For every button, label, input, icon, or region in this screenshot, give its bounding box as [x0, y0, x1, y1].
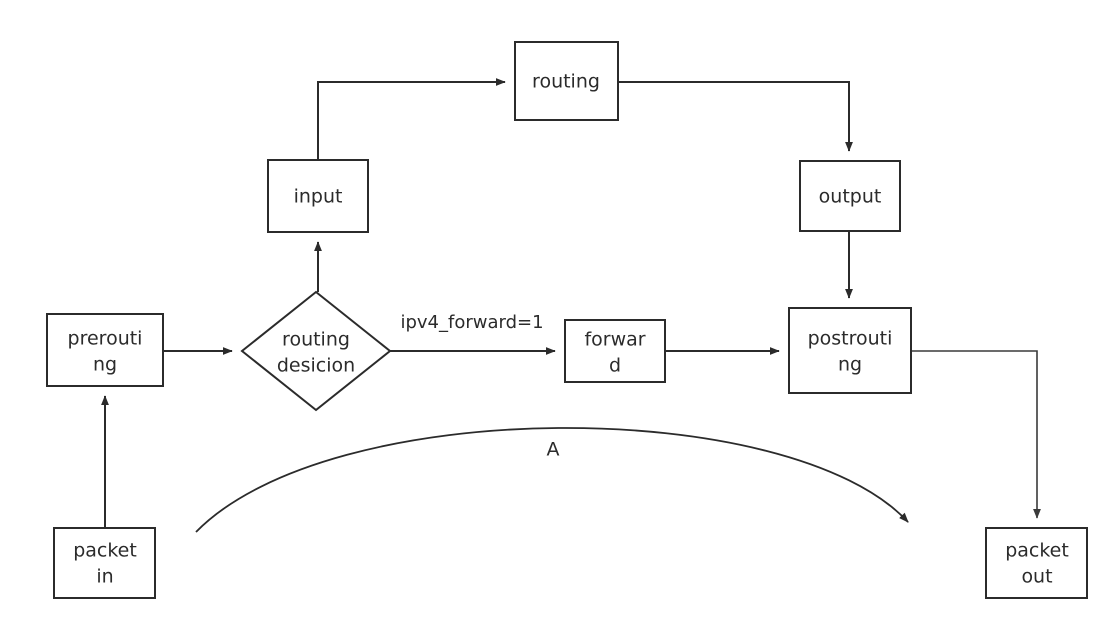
node-postrouting[interactable]: postrouti ng — [788, 307, 912, 394]
node-output[interactable]: output — [799, 160, 901, 232]
node-packet-out-label-line2: out — [1021, 566, 1052, 588]
node-packet-out[interactable]: packet out — [985, 527, 1088, 599]
edge-input-to-routing — [317, 78, 506, 160]
node-packet-out-label-line1: packet — [1005, 540, 1069, 562]
node-postrouting-label-line1: postrouti — [808, 328, 893, 350]
edge-postrouting-to-packet-out — [911, 350, 1041, 519]
node-routing[interactable]: routing — [514, 41, 619, 121]
node-prerouting[interactable]: prerouti ng — [46, 313, 164, 387]
node-packet-in-label-line1: packet — [73, 540, 137, 562]
node-forward-label-line1: forwar — [584, 329, 645, 351]
edge-routing-decision-to-forward: ipv4_forward=1 — [390, 312, 556, 355]
node-input[interactable]: input — [267, 159, 369, 233]
node-routing-label: routing — [532, 71, 600, 93]
node-forward-label-line2: d — [609, 355, 621, 377]
node-prerouting-label-line2: ng — [93, 354, 117, 376]
edge-routing-to-output — [618, 81, 853, 152]
node-prerouting-label-line1: prerouti — [68, 328, 143, 350]
annotation-label-a: A — [547, 439, 560, 461]
node-postrouting-label-line2: ng — [838, 354, 862, 376]
node-routing-decision[interactable]: routing desicion — [240, 290, 392, 412]
node-packet-in-label-line2: in — [96, 566, 113, 588]
node-forward[interactable]: forwar d — [564, 319, 666, 383]
node-packet-in[interactable]: packet in — [53, 527, 156, 599]
edge-label-ipv4-forward: ipv4_forward=1 — [400, 312, 543, 333]
node-routing-decision-label-line2: desicion — [277, 355, 355, 377]
node-input-label: input — [294, 186, 343, 208]
node-output-label: output — [819, 186, 882, 208]
annotation-arc-a: A — [195, 427, 909, 533]
node-routing-decision-label-line1: routing — [282, 329, 350, 351]
